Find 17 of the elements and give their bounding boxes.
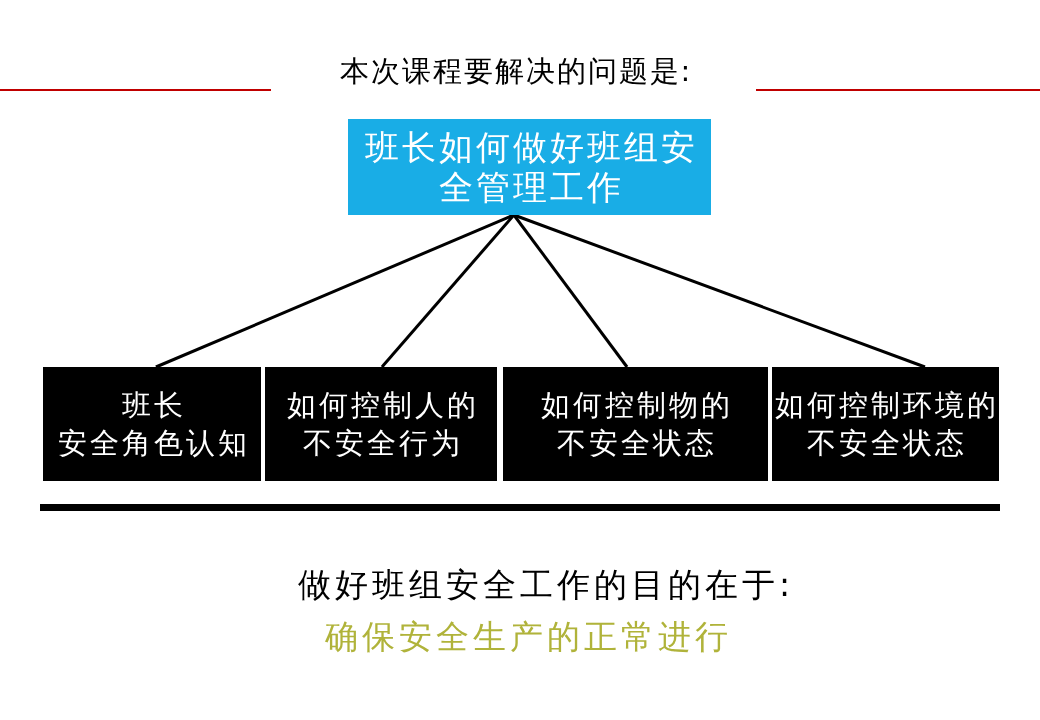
topic-box: [348, 119, 711, 215]
connector-line: [512, 214, 629, 368]
box-label: 班长: [120, 387, 186, 424]
category-box: [43, 367, 261, 481]
category-box: [772, 367, 999, 481]
purpose-heading: 做好班组安全工作的目的在于:: [298, 565, 795, 605]
box-label: 安全角色认知: [56, 425, 250, 462]
purpose-statement: 确保安全生产的正常进行: [325, 617, 732, 657]
category-box: [503, 367, 768, 481]
connector-line: [380, 214, 516, 368]
box-label: 如何控制物的不安全状态: [540, 387, 733, 462]
box-label: 如何控制人的不安全行为: [285, 387, 479, 462]
box-label: 班长如何做好班组安全管理工作: [363, 127, 698, 207]
category-box: [265, 367, 497, 481]
slide-title: 本次课程要解决的问题是:: [339, 53, 693, 89]
connector-line: [513, 213, 926, 369]
box-label: 如何控制环境的不安全状态: [774, 387, 999, 462]
